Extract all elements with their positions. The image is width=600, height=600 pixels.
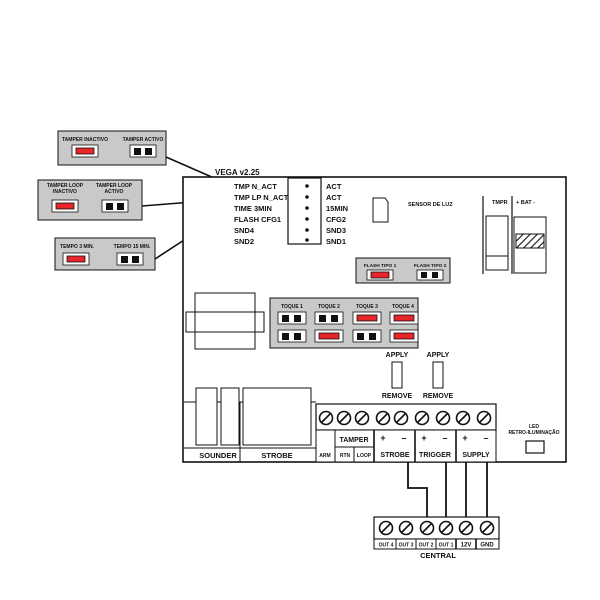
callout-tamper-loop-jumper: TAMPER LOOP INACTIVO TAMPER LOOP ACTIVO bbox=[37, 179, 143, 221]
svg-text:FLASH CFG1: FLASH CFG1 bbox=[234, 215, 281, 224]
svg-text:REMOVE: REMOVE bbox=[382, 393, 413, 400]
flash-type-jumper: FLASH TIPO 1 FLASH TIPO 2 bbox=[355, 257, 451, 284]
svg-text:APPLY: APPLY bbox=[427, 352, 450, 359]
toque-jumper-panel: TOQUE 1 TOQUE 2 TOQUE 3 TOQUE 4 bbox=[269, 297, 419, 349]
svg-text:–: – bbox=[442, 433, 447, 443]
svg-text:TRIGGER: TRIGGER bbox=[419, 452, 451, 459]
tamper-battery-block: TMPR + BAT - bbox=[482, 196, 547, 274]
svg-text:SND2: SND2 bbox=[234, 237, 254, 246]
transformer bbox=[185, 292, 265, 350]
board-terminal-strip: TAMPER ARM RTN LOOP + – STROBE + – TRIGG… bbox=[315, 403, 497, 463]
tamper-switch bbox=[485, 215, 509, 271]
svg-text:SUPPLY: SUPPLY bbox=[462, 452, 490, 459]
svg-text:OUT 4: OUT 4 bbox=[379, 543, 394, 549]
jumper-red bbox=[75, 147, 95, 155]
svg-text:CFG2: CFG2 bbox=[326, 215, 346, 224]
svg-text:INACTIVO: INACTIVO bbox=[53, 189, 77, 195]
svg-text:TMP LP N_ACT: TMP LP N_ACT bbox=[234, 193, 289, 202]
svg-text:–: – bbox=[401, 433, 406, 443]
svg-text:TEMPO 15 MIN.: TEMPO 15 MIN. bbox=[114, 244, 151, 250]
left-config-labels: TMP N_ACT TMP LP N_ACT TIME 3MIN FLASH C… bbox=[234, 182, 289, 246]
svg-text:+: + bbox=[380, 433, 385, 443]
sensor-label: SENSOR DE LUZ bbox=[408, 202, 453, 208]
svg-text:+ BAT -: + BAT - bbox=[516, 200, 535, 206]
svg-text:12V: 12V bbox=[461, 543, 472, 549]
svg-text:+: + bbox=[462, 433, 467, 443]
svg-text:GND: GND bbox=[480, 543, 494, 549]
svg-text:SOUNDER: SOUNDER bbox=[199, 451, 237, 460]
tamper-activo-label: TAMPER ACTIVO bbox=[123, 137, 164, 143]
svg-text:TMPR: TMPR bbox=[492, 200, 508, 206]
tamper-inactivo-label: TAMPER INACTIVO bbox=[62, 137, 108, 143]
svg-text:TEMPO 3 MIN.: TEMPO 3 MIN. bbox=[60, 244, 95, 250]
right-config-labels: ACT ACT 15MIN CFG2 SND3 SND1 bbox=[326, 182, 348, 246]
svg-text:STROBE: STROBE bbox=[261, 451, 292, 460]
wires bbox=[407, 462, 488, 518]
svg-text:OUT 2: OUT 2 bbox=[419, 543, 434, 549]
config-pin-header bbox=[287, 177, 322, 245]
central-terminal-strip: OUT 4 OUT 3 OUT 2 OUT 1 12V GND CENTRAL bbox=[373, 516, 500, 560]
svg-text:SND4: SND4 bbox=[234, 226, 255, 235]
svg-text:SND1: SND1 bbox=[326, 237, 346, 246]
svg-text:FLASH TIPO 2: FLASH TIPO 2 bbox=[414, 263, 447, 269]
svg-text:FLASH TIPO 1: FLASH TIPO 1 bbox=[364, 263, 397, 269]
svg-text:TAMPER LOOP: TAMPER LOOP bbox=[96, 183, 133, 189]
svg-text:ACTIVO: ACTIVO bbox=[105, 189, 124, 195]
svg-text:15MIN: 15MIN bbox=[326, 204, 348, 213]
central-title: CENTRAL bbox=[420, 551, 456, 560]
svg-text:ACT: ACT bbox=[326, 193, 342, 202]
light-sensor: SENSOR DE LUZ bbox=[372, 197, 453, 223]
svg-text:ARM: ARM bbox=[319, 453, 330, 459]
svg-text:REMOVE: REMOVE bbox=[423, 393, 454, 400]
svg-text:TOQUE 1: TOQUE 1 bbox=[281, 304, 303, 310]
svg-text:ACT: ACT bbox=[326, 182, 342, 191]
callout-tempo-jumper: TEMPO 3 MIN. TEMPO 15 MIN. bbox=[54, 237, 156, 271]
svg-text:RETRO-ILUMINAÇÃO: RETRO-ILUMINAÇÃO bbox=[508, 429, 559, 436]
svg-text:TAMPER: TAMPER bbox=[339, 437, 368, 444]
svg-text:APPLY: APPLY bbox=[386, 352, 409, 359]
svg-text:TOQUE 3: TOQUE 3 bbox=[356, 304, 378, 310]
svg-text:TIME 3MIN: TIME 3MIN bbox=[234, 204, 272, 213]
svg-text:SND3: SND3 bbox=[326, 226, 346, 235]
svg-text:TOQUE 2: TOQUE 2 bbox=[318, 304, 340, 310]
svg-text:OUT 1: OUT 1 bbox=[439, 543, 454, 549]
svg-text:TAMPER LOOP: TAMPER LOOP bbox=[47, 183, 84, 189]
svg-text:LED: LED bbox=[529, 424, 539, 430]
svg-text:–: – bbox=[483, 433, 488, 443]
sounder-strobe-connectors: SOUNDER STROBE bbox=[184, 387, 316, 462]
svg-text:+: + bbox=[421, 433, 426, 443]
svg-text:LOOP: LOOP bbox=[357, 453, 372, 459]
svg-text:TOQUE 4: TOQUE 4 bbox=[392, 304, 414, 310]
svg-text:STROBE: STROBE bbox=[380, 452, 410, 459]
board-title: VEGA v2.25 bbox=[215, 168, 260, 177]
apply-remove-jumpers: APPLY APPLY REMOVE REMOVE bbox=[382, 352, 454, 400]
svg-text:OUT 3: OUT 3 bbox=[399, 543, 414, 549]
svg-text:TMP N_ACT: TMP N_ACT bbox=[234, 182, 277, 191]
backlight-led: LED RETRO-ILUMINAÇÃO bbox=[508, 424, 560, 454]
svg-text:RTN: RTN bbox=[340, 453, 351, 459]
callout-tamper-jumper: TAMPER INACTIVO TAMPER ACTIVO bbox=[57, 130, 167, 166]
